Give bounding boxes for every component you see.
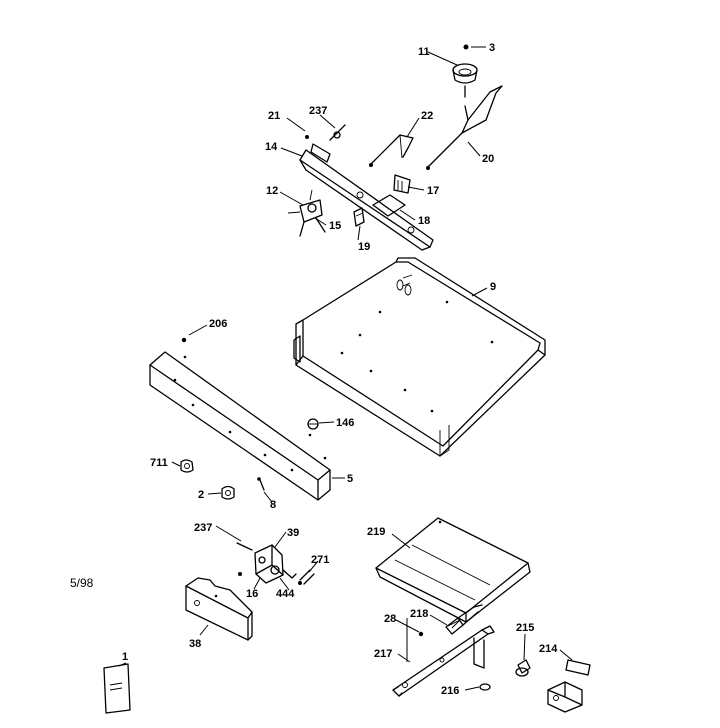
- callout-label: 17: [427, 185, 439, 197]
- safety-valve-part: [547, 659, 591, 713]
- date-code: 5/98: [70, 576, 94, 590]
- callout-label: 5: [347, 473, 353, 485]
- callout-label: 16: [246, 588, 258, 600]
- callout-label: 216: [441, 685, 459, 697]
- callout-label: 271: [311, 554, 329, 566]
- callout-label: 206: [209, 318, 227, 330]
- callout-label: 146: [336, 417, 354, 429]
- callout-label: 237: [194, 522, 212, 534]
- callout-label: 711: [150, 457, 168, 469]
- callout-label: 28: [384, 613, 396, 625]
- bracket-215-part: [515, 659, 531, 677]
- clip-216-part: [479, 683, 491, 691]
- screw-206-part: [181, 337, 187, 343]
- callout-label: 21: [268, 110, 280, 122]
- broil-burner-part: [392, 625, 495, 697]
- control-panel-part: [149, 351, 331, 501]
- callout-label: 15: [329, 220, 341, 232]
- bracket-wire-part: [369, 134, 414, 167]
- callout-label: 14: [265, 141, 278, 153]
- screw-8-part: [257, 477, 265, 491]
- callout-label: 217: [374, 648, 392, 660]
- screw-part: [463, 44, 469, 50]
- clip-part: [353, 207, 365, 227]
- callout-label: 444: [276, 588, 295, 600]
- screw-28-part: [418, 631, 424, 637]
- callout-labels: 11 3 21 237 22 14 20 17 12 15 18 19 9 20…: [122, 42, 558, 697]
- callout-label: 9: [490, 281, 496, 293]
- callout-label: 22: [421, 110, 433, 122]
- callout-label: 18: [418, 215, 430, 227]
- fitting-271-part: [298, 569, 315, 585]
- shield-part: [375, 517, 531, 623]
- callout-label: 20: [482, 153, 494, 165]
- bracket-part: [372, 174, 411, 217]
- callout-label: 219: [367, 526, 385, 538]
- burner-tube-part: [299, 124, 434, 251]
- burner-box-part: [293, 257, 546, 457]
- callout-label: 1: [122, 651, 128, 663]
- callout-label: 237: [309, 105, 327, 117]
- callout-label: 12: [266, 185, 278, 197]
- callout-label: 38: [189, 638, 201, 650]
- manual-part: [103, 663, 131, 714]
- grommet-2-part: [221, 485, 235, 500]
- callout-label: 215: [516, 622, 534, 634]
- callout-label: 19: [358, 241, 370, 253]
- knob-part: [452, 63, 478, 98]
- callout-label: 8: [270, 499, 276, 511]
- igniter-part: [445, 604, 483, 635]
- leader-lines: [118, 46, 573, 691]
- callout-label: 39: [287, 527, 299, 539]
- callout-label: 3: [489, 42, 495, 54]
- cover-part: [185, 577, 253, 641]
- clip-146-part: [307, 418, 319, 430]
- valve-part: [287, 189, 326, 237]
- grommet-711-part: [180, 459, 194, 473]
- callout-label: 218: [410, 608, 428, 620]
- rod-assembly-part: [426, 85, 503, 170]
- regulator-part: [236, 542, 297, 584]
- callout-label: 214: [539, 643, 558, 655]
- callout-label: 11: [418, 46, 430, 58]
- callout-label: 2: [198, 489, 204, 501]
